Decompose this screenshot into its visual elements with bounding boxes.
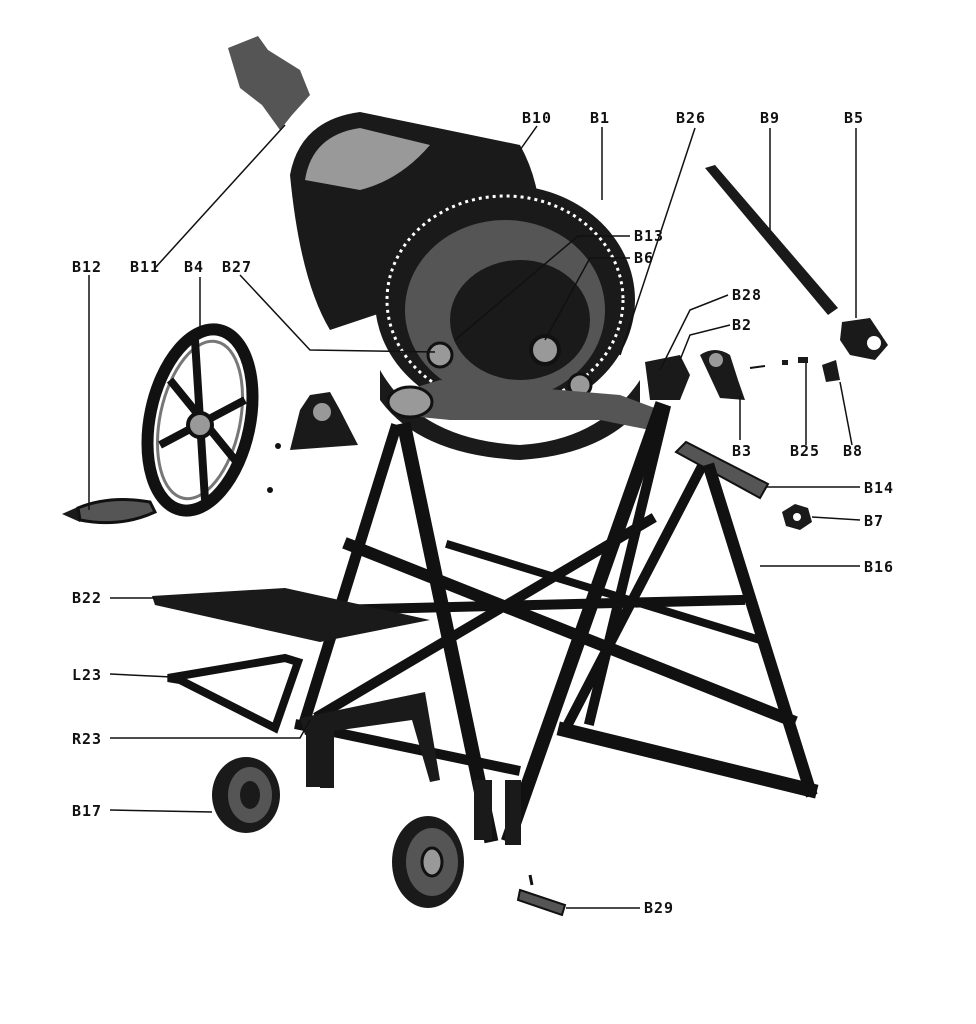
part-r23-bracket: [300, 692, 440, 782]
leader-lines: [88, 124, 861, 909]
label-b5: B5: [844, 109, 864, 127]
label-b29: B29: [644, 899, 674, 917]
part-b27-support: [290, 392, 358, 450]
label-b27: B27: [222, 258, 252, 276]
label-r23: R23: [72, 730, 102, 748]
label-b1: B1: [590, 109, 610, 127]
part-b6-bolt: [529, 334, 561, 366]
label-b14: B14: [864, 479, 894, 497]
part-b14-shaft: [674, 440, 770, 500]
label-b8: B8: [843, 442, 863, 460]
part-labels: B10 B1 B26 B9 B5 B13 B6 B28 B2 B3 B25 B8…: [72, 109, 894, 917]
label-b2: B2: [732, 316, 752, 334]
part-b2-bearing: [645, 355, 690, 400]
part-b29-pin: [516, 874, 567, 917]
label-b11: B11: [130, 258, 160, 276]
label-b6: B6: [634, 249, 654, 267]
label-b28: B28: [732, 286, 762, 304]
part-b8-latch: [822, 360, 840, 382]
mixer-drawing: [62, 36, 888, 917]
part-b22-tray: [152, 588, 430, 642]
part-b17-wheel: [212, 757, 280, 833]
part-l23-bracket: [167, 653, 304, 734]
part-b4-handwheel: [141, 323, 259, 517]
part-b13-hub: [426, 341, 454, 369]
part-b25-pin: [798, 357, 808, 363]
label-b10: B10: [522, 109, 552, 127]
label-l23: L23: [72, 666, 102, 684]
label-b9: B9: [760, 109, 780, 127]
label-b26: B26: [676, 109, 706, 127]
label-b17: B17: [72, 802, 102, 820]
part-b11-hopper: [228, 36, 310, 130]
label-b13: B13: [634, 227, 664, 245]
part-wheel-front: [392, 816, 464, 908]
part-b12-grip: [62, 498, 158, 525]
part-b16-frame: [294, 401, 819, 844]
label-b12: B12: [72, 258, 102, 276]
label-b25: B25: [790, 442, 820, 460]
label-b22: B22: [72, 589, 102, 607]
label-b4: B4: [184, 258, 204, 276]
label-b16: B16: [864, 558, 894, 576]
part-b9-handle-bar: [705, 165, 838, 315]
label-b3: B3: [732, 442, 752, 460]
label-b7: B7: [864, 512, 884, 530]
part-b5-bracket: [840, 318, 888, 360]
